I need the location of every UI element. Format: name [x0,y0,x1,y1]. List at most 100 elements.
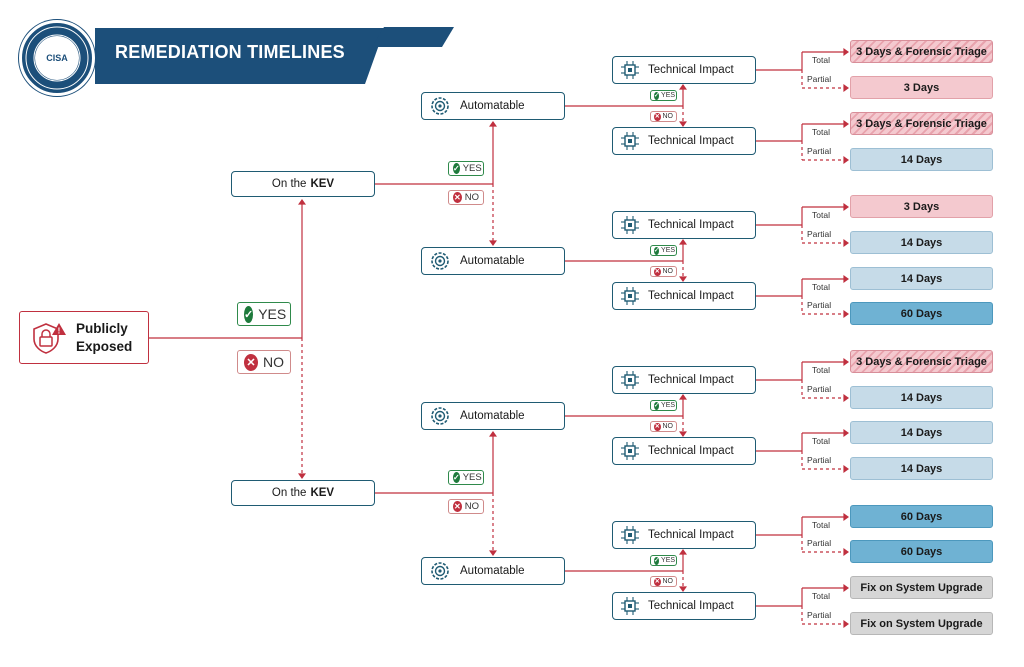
badge-yes: ✓YES [650,90,677,101]
kev-label-bold: KEV [310,487,335,499]
x-icon: ✕ [654,422,661,431]
yes-label: YES [462,472,482,483]
root-label-line1: Publicly [76,320,128,336]
kev-label-prefix: On the [271,487,307,499]
badge-yes: ✓YES [650,245,677,256]
partial-label: Partial [807,610,832,620]
technical-impact-label: Technical Impact [648,135,734,147]
technical-impact-label: Technical Impact [648,445,734,457]
technical-impact-node: Technical Impact [612,366,756,394]
check-icon: ✓ [654,401,660,410]
badge-yes: ✓YES [237,302,291,326]
no-label: NO [464,501,479,512]
check-icon: ✓ [453,472,460,483]
gear-icon [431,97,449,115]
no-label: NO [662,423,674,430]
no-label: NO [263,354,284,370]
header-banner [95,28,385,84]
outcome-box: 14 Days [850,457,993,480]
page-title: REMEDIATION TIMELINES [115,42,345,62]
technical-impact-node: Technical Impact [612,127,756,155]
header-accent-stripe [372,27,454,47]
chip-icon [621,132,639,150]
technical-impact-node: Technical Impact [612,521,756,549]
check-icon: ✓ [654,556,660,565]
chip-icon [621,216,639,234]
partial-label: Partial [807,300,832,310]
check-icon: ✓ [453,163,460,174]
seal-ring-icon [25,26,89,90]
no-label: NO [464,192,479,203]
yes-label: YES [258,306,287,322]
technical-impact-node: Technical Impact [612,592,756,620]
outcome-box: 14 Days [850,386,993,409]
check-icon: ✓ [654,91,660,100]
partial-label: Partial [807,384,832,394]
automatable-label: Automatable [460,565,525,577]
gear-icon [431,562,449,580]
outcome-box: 3 Days & Forensic Triage [850,350,993,373]
gear-icon [431,407,449,425]
chip-icon [621,287,639,305]
outcome-box: 14 Days [850,267,993,290]
outcome-box: 3 Days & Forensic Triage [850,112,993,135]
x-icon: ✕ [654,112,661,121]
automatable-node: Automatable [421,247,565,275]
yes-label: YES [462,163,482,174]
automatable-label: Automatable [460,100,525,112]
yes-label: YES [661,247,676,254]
yes-label: YES [661,557,676,564]
chip-icon [621,526,639,544]
partial-label: Partial [807,74,832,84]
total-label: Total [812,365,830,375]
outcome-box: 3 Days & Forensic Triage [850,40,993,63]
total-label: Total [812,210,830,220]
total-label: Total [812,591,830,601]
badge-no: ✕NO [650,576,677,587]
chip-icon [621,61,639,79]
automatable-node: Automatable [421,557,565,585]
x-icon: ✕ [244,353,258,371]
lock-warning-icon: ! [33,322,66,354]
outcome-box: 3 Days [850,195,993,218]
total-label: Total [812,127,830,137]
badge-no: ✕ NO [237,350,291,374]
chip-icon [621,597,639,615]
outcome-box: 60 Days [850,302,993,325]
x-icon: ✕ [453,192,462,203]
total-label: Total [812,282,830,292]
chip-icon [621,442,639,460]
technical-impact-label: Technical Impact [648,64,734,76]
outcome-box: 14 Days [850,231,993,254]
outcome-box: 60 Days [850,540,993,563]
svg-text:!: ! [58,326,61,335]
root-label-line2: Exposed [76,338,133,354]
technical-impact-label: Technical Impact [648,290,734,302]
check-icon: ✓ [244,305,254,323]
badge-yes: ✓YES [650,555,677,566]
technical-impact-label: Technical Impact [648,600,734,612]
no-label: NO [662,113,674,120]
badge-yes: ✓YES [448,470,484,485]
no-label: NO [662,268,674,275]
technical-impact-label: Technical Impact [648,529,734,541]
yes-label: YES [661,402,676,409]
technical-impact-node: Technical Impact [612,56,756,84]
technical-impact-label: Technical Impact [648,219,734,231]
partial-label: Partial [807,455,832,465]
total-label: Total [812,520,830,530]
badge-no: ✕NO [650,421,677,432]
automatable-label: Automatable [460,255,525,267]
automatable-label: Automatable [460,410,525,422]
technical-impact-label: Technical Impact [648,374,734,386]
badge-yes: ✓YES [448,161,484,176]
partial-label: Partial [807,146,832,156]
total-label: Total [812,436,830,446]
no-label: NO [662,578,674,585]
outcome-box: Fix on System Upgrade [850,612,993,635]
kev-label-bold: KEV [310,178,335,190]
gear-icon [431,252,449,270]
partial-label: Partial [807,538,832,548]
chip-icon [621,371,639,389]
